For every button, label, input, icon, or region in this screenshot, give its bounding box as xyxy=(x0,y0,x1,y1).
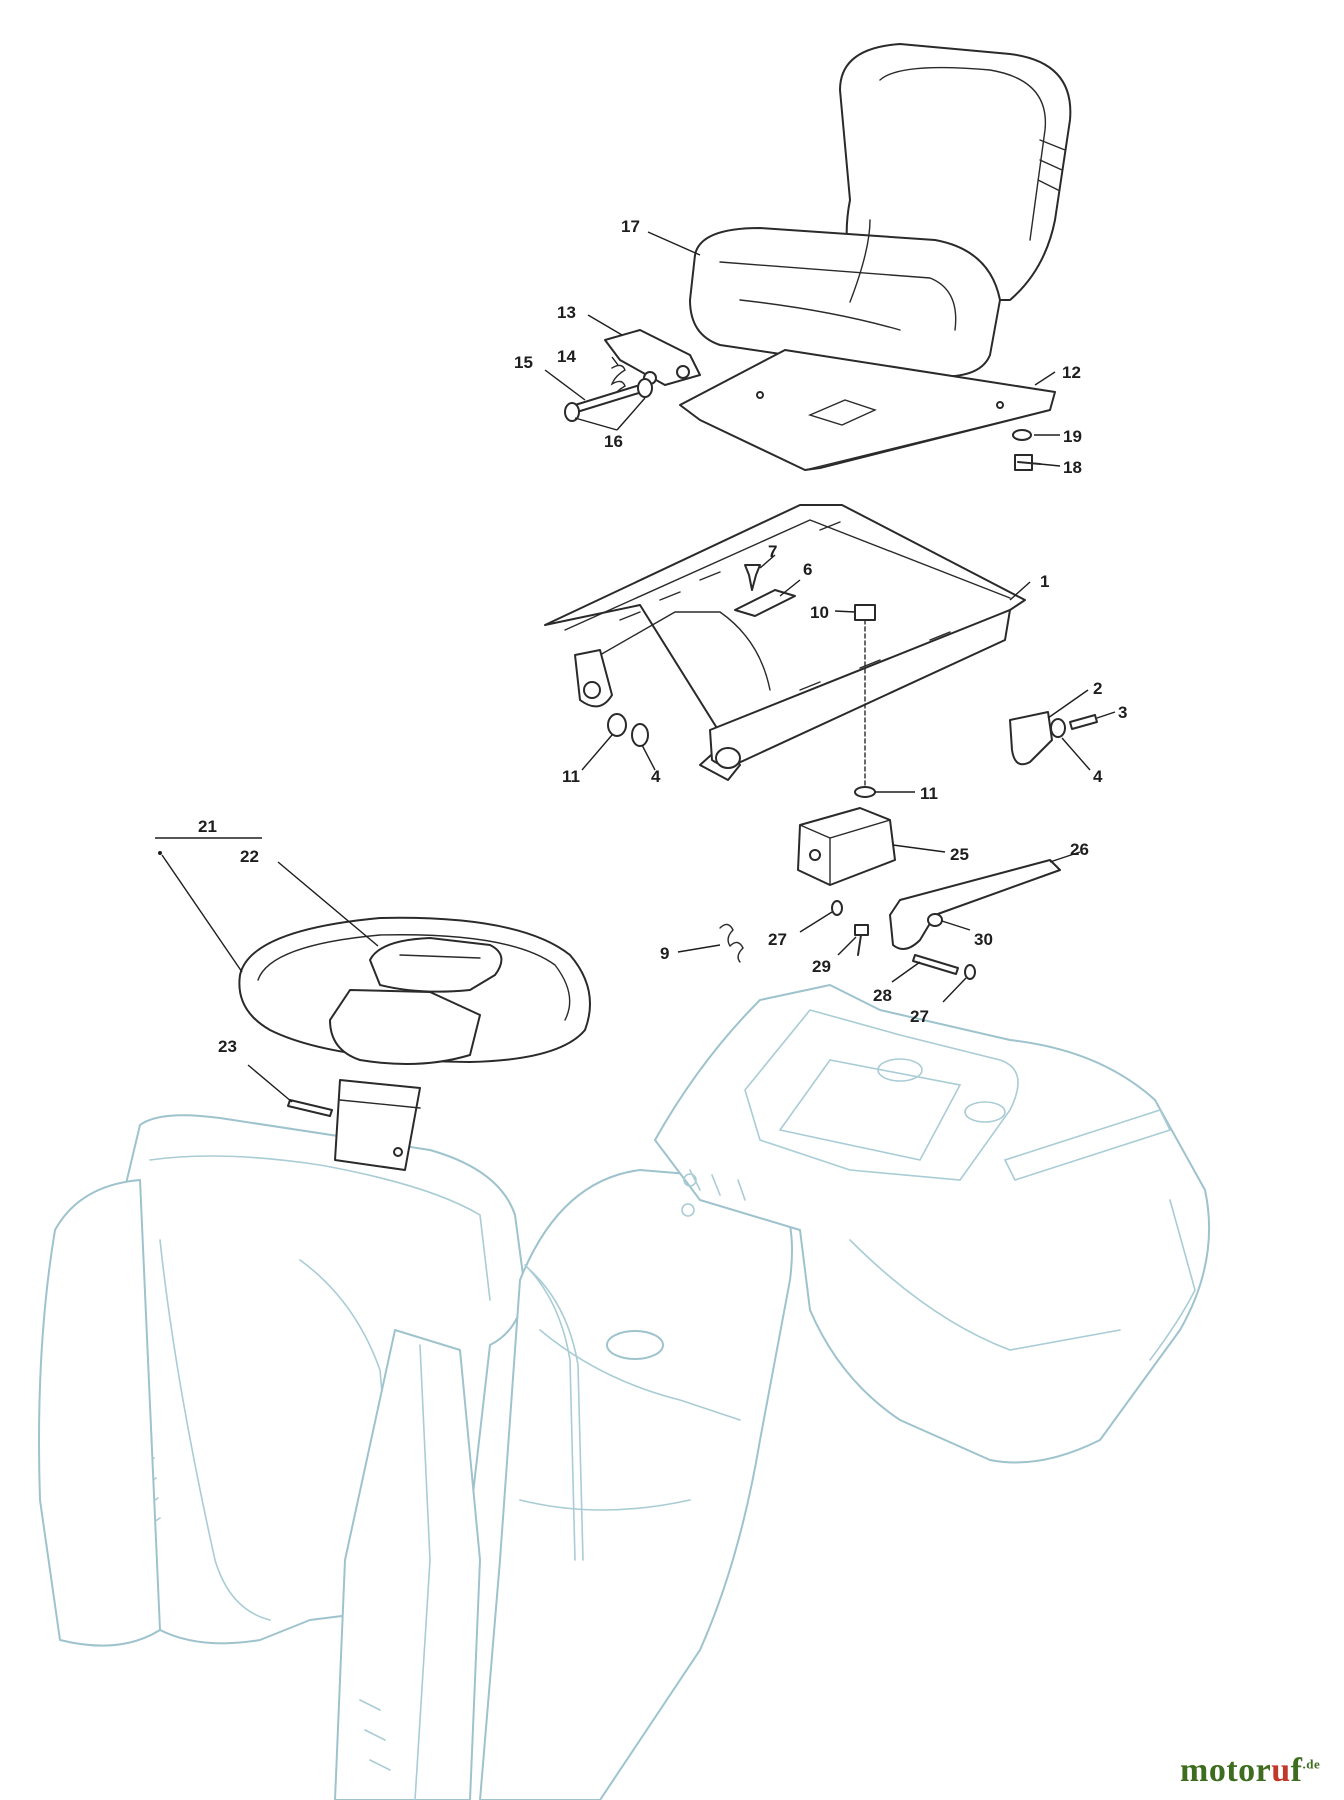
hood-side xyxy=(38,1179,161,1647)
callout-21: 21 xyxy=(198,817,217,836)
seat xyxy=(689,43,1072,378)
mower-body-ghost xyxy=(38,984,1211,1800)
seat-plate xyxy=(679,349,1056,471)
roll-pin-23 xyxy=(287,1099,333,1117)
callout-25: 25 xyxy=(950,845,969,864)
nut-11b xyxy=(854,786,876,798)
callout-26: 26 xyxy=(1070,840,1089,859)
callout-19: 19 xyxy=(1063,427,1082,446)
hinge-pin xyxy=(574,384,643,413)
steering-wheel-cap xyxy=(369,937,503,993)
column-shroud xyxy=(334,1329,481,1800)
seat-frame xyxy=(544,504,1026,781)
washer-16a xyxy=(564,402,580,422)
callout-27a: 27 xyxy=(768,930,787,949)
callout-labels: 17 12 13 14 15 16 19 18 1 7 6 10 2 3 4 1… xyxy=(198,217,1127,1056)
rear-fender xyxy=(654,984,1211,1464)
seat-hinge-bracket xyxy=(604,329,701,386)
steering-column xyxy=(334,1079,421,1171)
callout-11a: 11 xyxy=(562,767,580,786)
callout-11b: 11 xyxy=(920,784,938,803)
nut-19 xyxy=(1012,429,1032,441)
screw-7 xyxy=(744,564,761,591)
footrest xyxy=(479,1169,793,1800)
clip-27a xyxy=(831,900,843,916)
callout-16: 16 xyxy=(604,432,623,451)
hood-inner xyxy=(149,1155,491,1301)
callout-9: 9 xyxy=(660,944,669,963)
callout-29: 29 xyxy=(812,957,831,976)
brand-name-end: f xyxy=(1290,1752,1303,1789)
washer-4b xyxy=(1050,718,1066,738)
brand-logo: motoruf.de xyxy=(1180,1752,1320,1790)
adjust-knob-10 xyxy=(854,604,876,621)
wheel-hub xyxy=(329,989,481,1065)
callout-12: 12 xyxy=(1062,363,1081,382)
seat-spring xyxy=(610,364,626,399)
brand-name-main: motor xyxy=(1180,1752,1272,1789)
leader-dot xyxy=(158,851,162,855)
fender-seat-well xyxy=(744,1009,1019,1181)
bolt-18 xyxy=(1014,454,1041,471)
callout-4b: 4 xyxy=(1093,767,1103,786)
seat-adjust-lever xyxy=(889,859,1061,950)
pin-28 xyxy=(912,954,959,975)
seat-latch-bracket xyxy=(1009,711,1053,766)
brand-tld: .de xyxy=(1302,1756,1321,1772)
brand-name-accent: u xyxy=(1271,1752,1291,1789)
callout-27b: 27 xyxy=(910,1007,929,1026)
callout-30: 30 xyxy=(974,930,993,949)
nut-11a xyxy=(607,713,627,737)
washer-16b xyxy=(637,378,653,398)
callout-6: 6 xyxy=(803,560,812,579)
callout-7: 7 xyxy=(768,542,777,561)
bolt-29 xyxy=(854,924,869,956)
callout-22: 22 xyxy=(240,847,259,866)
seat-slide-block xyxy=(797,807,896,886)
fender-slot xyxy=(1003,1109,1172,1181)
callout-10: 10 xyxy=(810,603,829,622)
callout-3: 3 xyxy=(1118,703,1127,722)
spring-9 xyxy=(719,923,744,963)
washer-4a xyxy=(631,723,649,747)
footrest-hole xyxy=(606,1330,664,1360)
callout-17: 17 xyxy=(621,217,640,236)
callout-2: 2 xyxy=(1093,679,1102,698)
leader-lines xyxy=(155,231,1116,1103)
screw-3 xyxy=(1069,714,1098,730)
seat-strip-6 xyxy=(734,589,796,617)
callout-23: 23 xyxy=(218,1037,237,1056)
callout-14: 14 xyxy=(557,347,576,366)
callout-15: 15 xyxy=(514,353,533,372)
clip-27b xyxy=(964,964,976,980)
callout-13: 13 xyxy=(557,303,576,322)
callout-1: 1 xyxy=(1040,572,1049,591)
nut-30 xyxy=(927,913,943,927)
callout-4a: 4 xyxy=(651,767,661,786)
callout-28: 28 xyxy=(873,986,892,1005)
callout-18: 18 xyxy=(1063,458,1082,477)
